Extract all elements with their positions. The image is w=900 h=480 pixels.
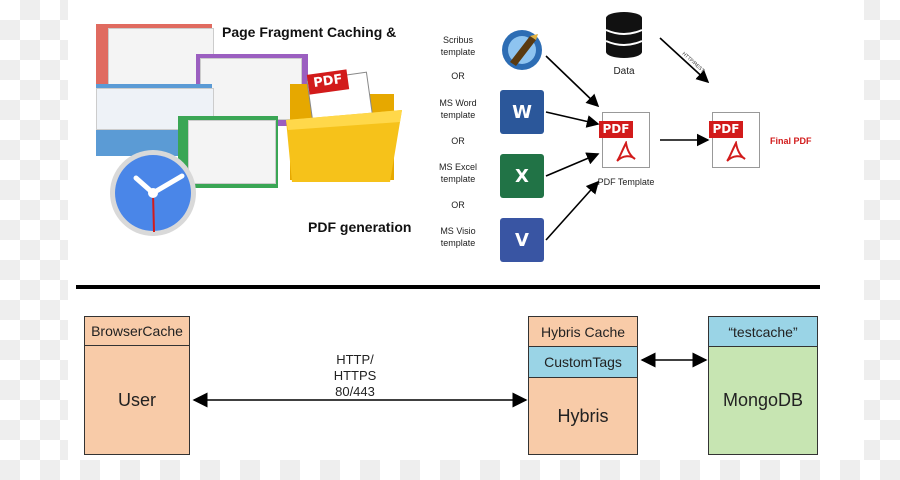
top-arrows: HTTP/REST — [545, 37, 710, 241]
arrow-small-label: HTTP/REST — [681, 51, 706, 74]
pdf-tag: PDF — [709, 121, 743, 138]
hybris-cache-label: Hybris Cache — [540, 323, 626, 340]
hybris-cache-box: Hybris Cache — [528, 316, 638, 347]
user-box: User — [84, 345, 190, 455]
custom-tags-box: CustomTags — [528, 346, 638, 378]
hybris-box: Hybris — [528, 377, 638, 455]
excel-icon: X — [500, 154, 544, 198]
testcache-box: “testcache” — [708, 316, 818, 347]
mongodb-label: MongoDB — [722, 390, 804, 410]
or-label: OR — [451, 136, 465, 146]
visio-icon: V — [500, 218, 544, 262]
arrow — [545, 111, 600, 128]
arrow — [545, 180, 600, 241]
or-label: OR — [451, 200, 465, 210]
testcache-label: “testcache” — [728, 323, 798, 340]
arrow — [545, 55, 600, 108]
custom-tags-label: CustomTags — [544, 354, 622, 370]
data-label: Data — [613, 66, 635, 77]
pdf-template-label: PDF Template — [597, 177, 655, 187]
title-line-2: PDF generation — [308, 219, 412, 235]
bottom-arrows — [192, 352, 708, 408]
pdf-template-icon: PDF — [599, 112, 650, 168]
final-pdf-label: Final PDF — [770, 136, 812, 146]
clock-icon — [108, 148, 198, 238]
user-label: User — [117, 389, 156, 410]
browser-cache-label: BrowserCache — [91, 323, 183, 339]
or-label: OR — [451, 71, 465, 81]
section-divider — [76, 285, 820, 289]
folder-icon: PDF — [282, 69, 406, 190]
arrow — [659, 37, 710, 84]
database-icon — [604, 10, 644, 60]
word-icon: W — [500, 90, 544, 134]
title-line-1: Page Fragment Caching & — [222, 24, 397, 40]
final-pdf-icon: PDF — [709, 112, 760, 168]
arrow — [545, 152, 600, 177]
mongodb-box: MongoDB — [708, 346, 818, 455]
diagram-canvas: PDF Page Fragment Caching & PDF generati… — [68, 0, 864, 460]
scribus-icon — [500, 28, 544, 72]
paper-note — [188, 120, 276, 184]
pdf-tag: PDF — [599, 121, 633, 138]
hybris-label: Hybris — [557, 405, 609, 426]
